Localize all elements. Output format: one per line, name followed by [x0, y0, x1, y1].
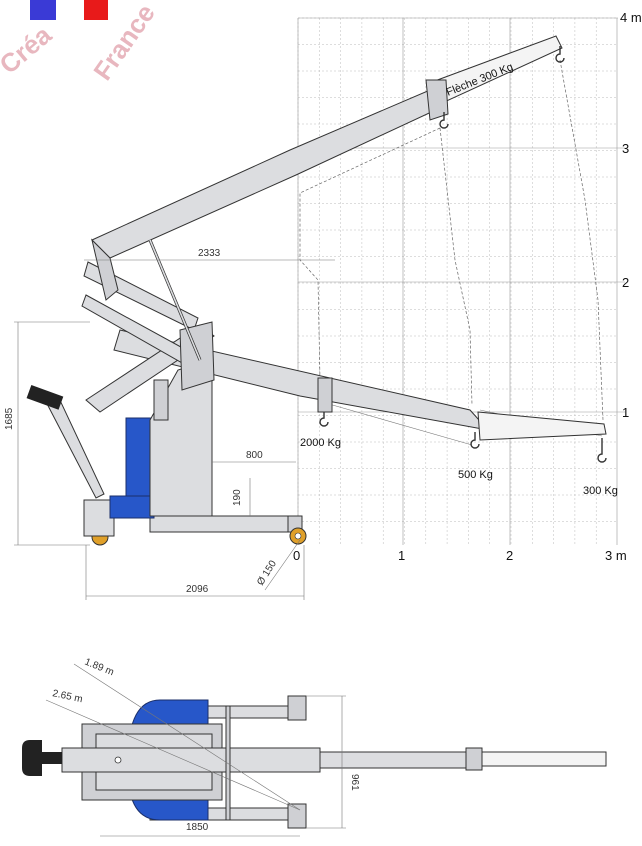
dim-wheel-diameter: Ø 150	[255, 558, 279, 587]
hook-2000kg	[319, 412, 329, 427]
hook-300kg	[597, 438, 607, 463]
x-axis-label-3: 3 m	[605, 548, 627, 563]
tow-handle	[43, 395, 105, 499]
y-axis-label-1: 1	[622, 405, 629, 420]
x-axis-label-2: 2	[506, 548, 513, 563]
x-axis-label-0: 0	[293, 548, 300, 563]
x-axis-labels: 0 1 2 3 m	[293, 548, 627, 563]
hook-500kg	[470, 432, 480, 449]
hook-top-extension	[555, 46, 565, 63]
load-label-300: 300 Kg	[583, 485, 618, 497]
dim-ground-clearance: 190	[232, 489, 243, 506]
top-wheel-lower	[287, 803, 307, 829]
mid-boom-head	[317, 377, 333, 413]
dim-radius-outer: 1.89 m	[83, 657, 115, 679]
top-wheel-upper	[287, 695, 307, 721]
y-axis-labels: 4 m 3 2 1	[620, 10, 642, 420]
lower-boom-extension	[477, 411, 607, 441]
y-axis-label-4: 4 m	[620, 10, 642, 25]
top-boom-middle	[319, 751, 479, 769]
brand-logo: Créa France	[0, 0, 161, 86]
counterweight-lower	[109, 495, 155, 519]
upper-boom	[91, 89, 441, 259]
y-axis-label-3: 3	[622, 141, 629, 156]
chassis-leg	[149, 515, 297, 533]
load-chart-grid	[297, 17, 625, 545]
load-label-500: 500 Kg	[458, 469, 493, 481]
dim-height: 1685	[4, 407, 15, 430]
x-axis-label-1: 1	[398, 548, 405, 563]
crane-side-view: Flèche 300 Kg	[26, 35, 607, 546]
load-label-2000: 2000 Kg	[300, 437, 341, 449]
handle-grip	[26, 384, 64, 410]
dim-width: 961	[349, 774, 360, 791]
dim-leg-length: 800	[246, 450, 263, 461]
dim-reach-top: 2333	[198, 248, 221, 259]
hook-top-boom	[439, 112, 449, 129]
rear-wheel-fork	[83, 499, 115, 537]
dim-overall-length: 2096	[186, 584, 209, 595]
crane-top-view	[22, 695, 607, 829]
top-main-boom	[61, 747, 321, 773]
dim-length: 1850	[186, 822, 209, 833]
watermark-text: Créa	[0, 19, 58, 79]
top-boom-extension	[477, 751, 607, 767]
flag-blue-stripe	[30, 0, 56, 20]
y-axis-label-2: 2	[622, 275, 629, 290]
flag-red-stripe	[84, 0, 108, 20]
dim-radius-inner: 2.65 m	[51, 688, 83, 705]
top-handle-grip	[22, 740, 62, 776]
